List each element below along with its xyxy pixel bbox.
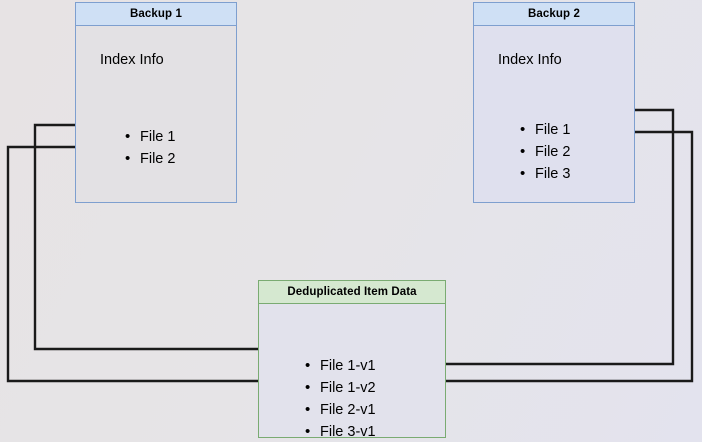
list-item[interactable]: File 2-v1 xyxy=(303,399,376,421)
node-backup-2-title: Backup 2 xyxy=(474,3,634,26)
node-backup-1-title: Backup 1 xyxy=(76,3,236,26)
list-item[interactable]: File 1-v1 xyxy=(303,355,376,377)
node-deduplicated-item-data[interactable]: Deduplicated Item Data File 1-v1 File 1-… xyxy=(258,280,446,442)
node-backup-1-caption: Index Info xyxy=(100,52,164,68)
node-backup-2-body: Index Info File 1 File 2 File 3 xyxy=(474,26,634,202)
node-backup-2-file-list: File 1 File 2 File 3 xyxy=(518,119,570,185)
list-item[interactable]: File 1-v2 xyxy=(303,377,376,399)
list-item[interactable]: File 1 xyxy=(123,126,175,148)
node-deduplicated-item-data-body: File 1-v1 File 1-v2 File 2-v1 File 3-v1 xyxy=(259,304,445,442)
node-backup-2-caption: Index Info xyxy=(498,52,562,68)
node-backup-1-body: Index Info File 1 File 2 xyxy=(76,26,236,202)
list-item[interactable]: File 2 xyxy=(123,148,175,170)
node-deduplicated-item-data-list: File 1-v1 File 1-v2 File 2-v1 File 3-v1 xyxy=(303,355,376,442)
node-backup-1[interactable]: Backup 1 Index Info File 1 File 2 xyxy=(75,2,237,203)
list-item[interactable]: File 2 xyxy=(518,141,570,163)
list-item[interactable]: File 3 xyxy=(518,163,570,185)
node-deduplicated-item-data-title: Deduplicated Item Data xyxy=(259,281,445,304)
list-item[interactable]: File 1 xyxy=(518,119,570,141)
list-item[interactable]: File 3-v1 xyxy=(303,421,376,442)
node-backup-1-file-list: File 1 File 2 xyxy=(123,126,175,170)
node-backup-2[interactable]: Backup 2 Index Info File 1 File 2 File 3 xyxy=(473,2,635,203)
